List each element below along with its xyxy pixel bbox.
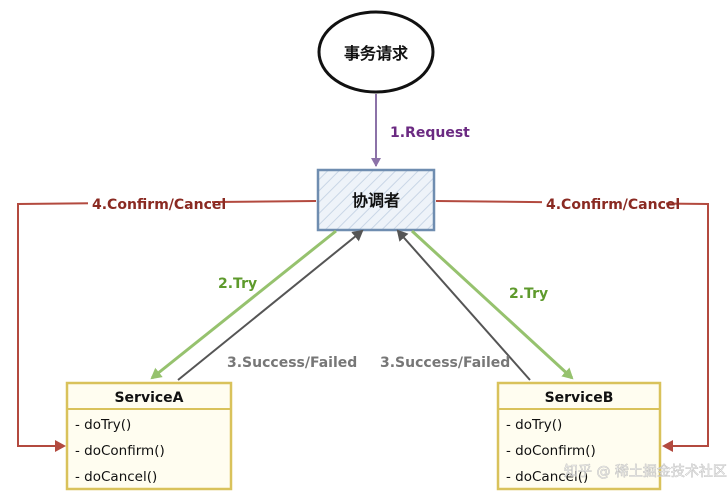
service-a-box: ServiceA - doTry() - doConfirm() - doCan… xyxy=(65,381,233,491)
result-arrow-a-label: 3.Success/Failed xyxy=(227,355,357,371)
result-arrow-b-label: 3.Success/Failed xyxy=(380,355,510,371)
try-arrow-a-label: 2.Try xyxy=(218,276,257,292)
service-b-method: - doCancel() xyxy=(506,469,588,485)
coordinator-label: 协调者 xyxy=(352,191,400,210)
service-a-method: - doConfirm() xyxy=(75,443,165,459)
watermark: 知乎 @ 稀土掘金技术社区 xyxy=(564,463,727,480)
try-arrow-b: 2.Try xyxy=(410,229,574,380)
coordinator-node: 协调者 xyxy=(316,168,436,232)
service-a-method: - doTry() xyxy=(75,417,131,433)
service-b-title: ServiceB xyxy=(545,390,614,406)
service-b-box: ServiceB - doTry() - doConfirm() - doCan… xyxy=(496,381,662,491)
try-arrow-a: 2.Try xyxy=(150,229,337,380)
request-node: 事务请求 xyxy=(317,10,435,94)
request-arrow: 1.Request xyxy=(371,94,470,167)
request-label: 事务请求 xyxy=(344,44,409,63)
result-arrow-b: 3.Success/Failed xyxy=(380,229,531,381)
result-arrow-a: 3.Success/Failed xyxy=(177,229,364,381)
request-arrow-label: 1.Request xyxy=(390,125,470,141)
confirm-arrow-b-label: 4.Confirm/Cancel xyxy=(546,197,680,213)
service-a-title: ServiceA xyxy=(114,390,183,406)
confirm-arrow-b: 4.Confirm/Cancel xyxy=(435,194,709,452)
try-arrow-b-label: 2.Try xyxy=(509,286,548,302)
service-b-method: - doTry() xyxy=(506,417,562,433)
confirm-arrow-a-label: 4.Confirm/Cancel xyxy=(92,197,226,213)
service-a-method: - doCancel() xyxy=(75,469,157,485)
service-b-method: - doConfirm() xyxy=(506,443,596,459)
confirm-arrow-a: 4.Confirm/Cancel xyxy=(17,194,317,452)
